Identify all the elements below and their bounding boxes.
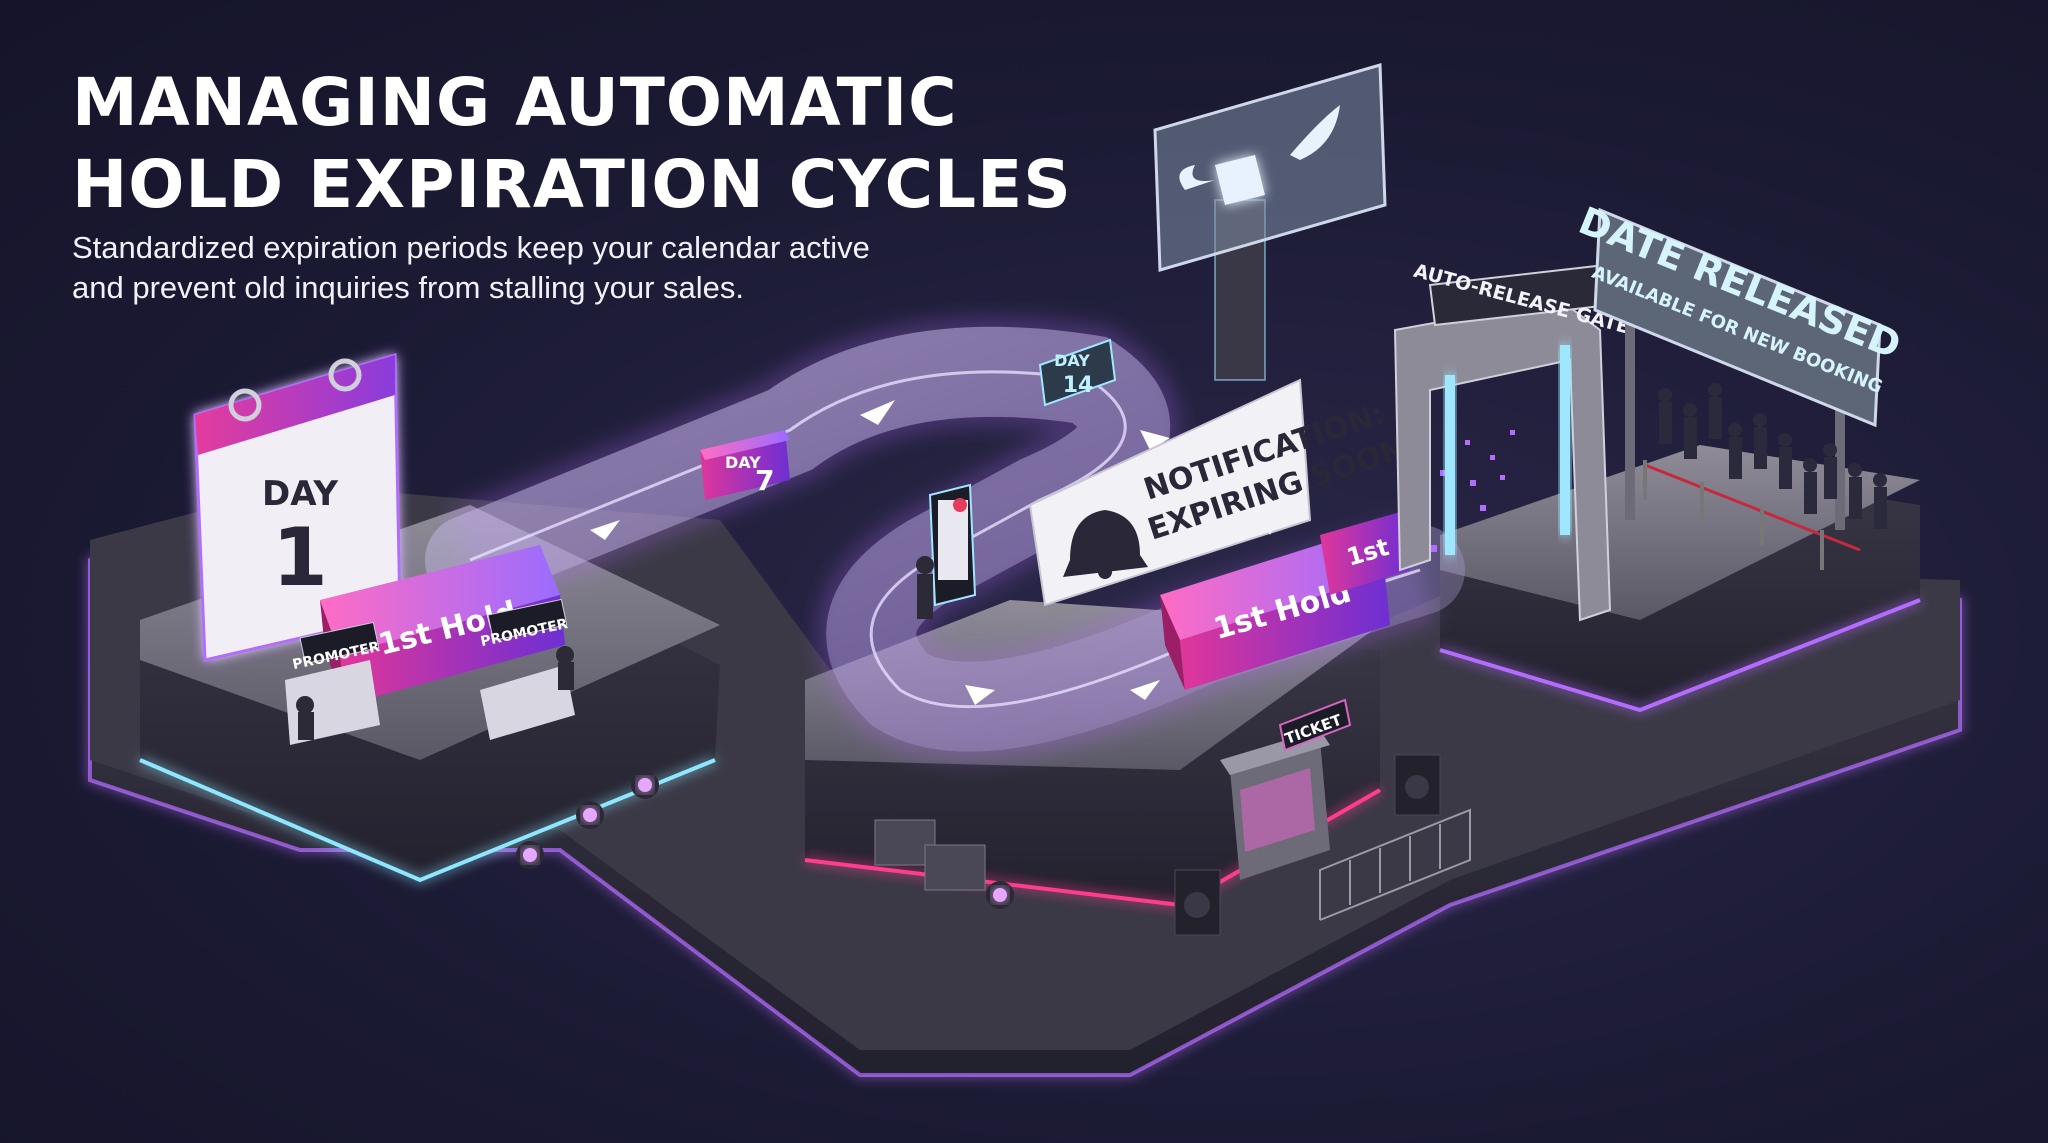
stage-lights xyxy=(516,771,1014,909)
day-marker-14: DAY 14 xyxy=(1038,338,1117,407)
calendar-day-number: 1 xyxy=(272,511,328,604)
calendar-day-label: DAY xyxy=(262,474,338,514)
bell-icon xyxy=(1063,510,1148,579)
waiting-crowd xyxy=(1658,383,1887,529)
page-title: MANAGING AUTOMATIC HOLD EXPIRATION CYCLE… xyxy=(72,62,1072,226)
day-marker-7: DAY 7 xyxy=(700,430,790,500)
subtitle-line-2: and prevent old inquiries from stalling … xyxy=(72,270,745,305)
page-subtitle: Standardized expiration periods keep you… xyxy=(72,228,870,308)
notification-bubble[interactable]: NOTIFICATION: EXPIRING SOON xyxy=(1028,378,1410,607)
day-marker-number: 7 xyxy=(755,464,774,497)
day-marker-label: DAY xyxy=(725,453,761,472)
queue-rope xyxy=(1643,460,1861,570)
logo-billboard xyxy=(1153,63,1387,381)
title-line-2: HOLD EXPIRATION CYCLES xyxy=(72,146,1072,223)
subtitle-line-1: Standardized expiration periods keep you… xyxy=(72,230,870,265)
person-with-phone xyxy=(916,483,977,619)
speakers xyxy=(1174,754,1441,936)
conveyor-track xyxy=(425,316,1465,762)
ticket-booth: TICKET xyxy=(1220,698,1352,880)
equipment-crates xyxy=(874,819,986,891)
track-arrow xyxy=(590,400,1170,705)
calendar-day-1: DAY 1 xyxy=(193,352,402,662)
hold-block-first: 1st Hold xyxy=(320,545,565,705)
title-line-1: MANAGING AUTOMATIC xyxy=(72,64,958,141)
day-marker-number: 14 xyxy=(1063,373,1094,398)
barrier-fence xyxy=(1319,808,1471,921)
day-marker-label: DAY xyxy=(1054,351,1090,370)
promoter-desk-left: PROMOTER xyxy=(285,621,381,745)
